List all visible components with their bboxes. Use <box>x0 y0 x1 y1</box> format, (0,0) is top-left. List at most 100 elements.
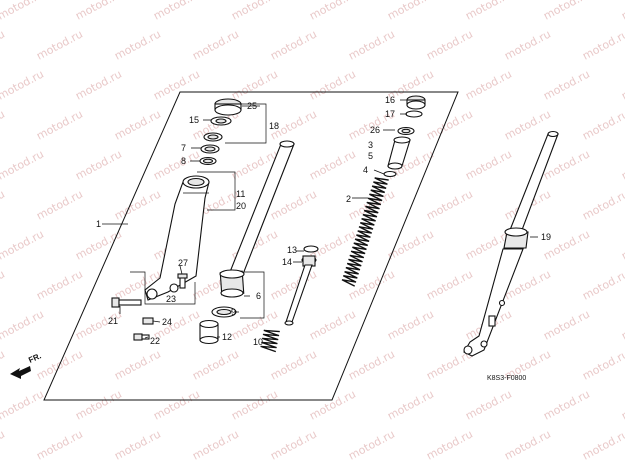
spring-coil <box>260 329 280 353</box>
watermark-text: motod.ru <box>463 387 514 422</box>
callout-21: 21 <box>108 316 118 326</box>
bolt-21 <box>111 297 142 308</box>
watermark-text: motod.ru <box>541 387 592 422</box>
callout-10: 10 <box>253 337 263 347</box>
watermark-text: motod.ru <box>346 427 397 462</box>
watermark-text: motod.ru <box>0 107 7 142</box>
watermark-text: motod.ru <box>619 0 625 23</box>
watermark-text: motod.ru <box>112 187 163 222</box>
watermark-text: motod.ru <box>580 187 625 222</box>
watermark-text: motod.ru <box>541 67 592 102</box>
fork-slider <box>144 175 210 301</box>
callout-16: 16 <box>385 95 395 105</box>
callout-15: 15 <box>189 115 199 125</box>
callout-20: 20 <box>236 201 246 211</box>
watermark-text: motod.ru <box>151 387 202 422</box>
watermark-text: motod.ru <box>463 0 514 23</box>
watermark-text: motod.ru <box>463 147 514 182</box>
watermark-text: motod.ru <box>463 67 514 102</box>
rebound-spring <box>260 329 280 353</box>
watermark-text: motod.ru <box>385 0 436 23</box>
watermark-text: motod.ru <box>0 27 7 62</box>
group-bracket-11-20 <box>197 171 236 211</box>
watermark-text: motod.ru <box>0 67 46 102</box>
callout-19: 19 <box>541 232 551 242</box>
seat-4 <box>383 170 397 178</box>
callout-27: 27 <box>178 258 188 268</box>
watermark-text: motod.ru <box>151 67 202 102</box>
watermark-text: motod.ru <box>346 27 397 62</box>
watermark-text: motod.ru <box>73 0 124 23</box>
watermark-text: motod.ru <box>73 147 124 182</box>
watermark-text: motod.ru <box>619 67 625 102</box>
watermark-text: motod.ru <box>0 347 7 382</box>
watermark-text: motod.ru <box>580 27 625 62</box>
watermark-text: motod.ru <box>34 187 85 222</box>
watermark-text: motod.ru <box>580 107 625 142</box>
watermark-text: motod.ru <box>229 387 280 422</box>
watermark-text: motod.ru <box>580 427 625 462</box>
watermark-text: motod.ru <box>229 67 280 102</box>
callout-2: 2 <box>346 194 351 204</box>
watermark-text: motod.ru <box>0 387 46 422</box>
watermark-text: motod.ru <box>73 227 124 262</box>
watermark-text: motod.ru <box>34 107 85 142</box>
watermark-text: motod.ru <box>0 227 46 262</box>
watermark-text: motod.ru <box>0 0 46 23</box>
watermark-text: motod.ru <box>268 347 319 382</box>
watermark-text: motod.ru <box>307 147 358 182</box>
o-ring-17 <box>405 110 423 118</box>
watermark-text: motod.ru <box>307 67 358 102</box>
watermark-text: motod.ru <box>502 427 553 462</box>
watermark-text: motod.ru <box>541 0 592 23</box>
assembled-fork-leg <box>463 130 559 357</box>
watermark-text: motod.ru <box>0 427 7 462</box>
watermark-text: motod.ru <box>112 107 163 142</box>
oil-seal-stack <box>199 98 242 166</box>
watermark-text: motod.ru <box>112 347 163 382</box>
callout-13: 13 <box>287 245 297 255</box>
callout-26: 26 <box>370 125 380 135</box>
callout-14: 14 <box>282 257 292 267</box>
watermark-text: motod.ru <box>424 267 475 302</box>
watermark-text: motod.ru <box>229 0 280 23</box>
callout-labels: 1 2 3 4 5 6 7 8 9 10 11 12 13 14 15 16 1… <box>96 95 551 347</box>
watermark-text: motod.ru <box>580 347 625 382</box>
watermark-text: motod.ru <box>0 147 46 182</box>
watermark-text: motod.ru <box>112 27 163 62</box>
watermark-text: motod.ru <box>73 67 124 102</box>
watermark-text: motod.ru <box>346 347 397 382</box>
watermark-text: motod.ru <box>541 307 592 342</box>
fork-spring <box>341 177 389 287</box>
callout-11: 11 <box>236 189 245 199</box>
watermark-text: motod.ru <box>112 427 163 462</box>
callout-5: 5 <box>368 151 373 161</box>
callout-18: 18 <box>269 121 279 131</box>
spring-coil <box>341 177 389 287</box>
watermark-text: motod.ru <box>0 267 7 302</box>
diagram-code: K8S3-F0800 <box>487 375 526 382</box>
callout-17: 17 <box>385 109 395 119</box>
callout-8: 8 <box>181 156 186 166</box>
watermark-text: motod.ru <box>619 147 625 182</box>
callout-23: 23 <box>166 294 176 304</box>
callout-1: 1 <box>96 219 101 229</box>
leader-lines <box>102 99 538 339</box>
watermark-text: motod.ru <box>619 307 625 342</box>
watermark-text: motod.ru <box>34 27 85 62</box>
watermark-text: motod.ru <box>73 387 124 422</box>
callout-24: 24 <box>162 317 172 327</box>
callout-25: 25 <box>247 101 257 111</box>
svg-text:FR.: FR. <box>27 351 42 364</box>
callout-4: 4 <box>363 165 368 175</box>
cap-bolt-18 <box>406 95 426 110</box>
watermark-text: motod.ru <box>424 427 475 462</box>
watermark-text: motod.ru <box>34 267 85 302</box>
fork-tube <box>219 140 295 298</box>
watermark-text: motod.ru <box>580 267 625 302</box>
watermark-text: motod.ru <box>619 227 625 262</box>
watermark-text: motod.ru <box>385 227 436 262</box>
washer-24 <box>142 317 154 325</box>
